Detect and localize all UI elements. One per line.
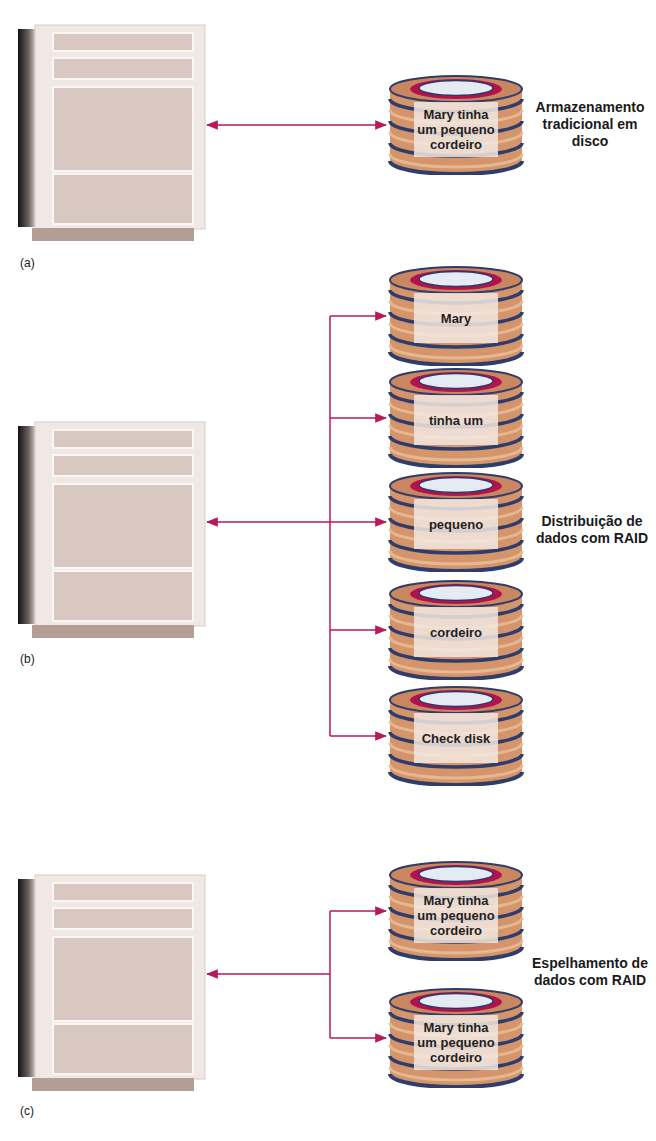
drawing-part <box>414 102 498 157</box>
drawing-part <box>414 713 498 763</box>
disk-stack: Mary tinha um pequeno cordeiro <box>388 861 524 961</box>
connection-wires <box>207 125 386 1038</box>
drawing-part <box>410 584 502 604</box>
drawing-part <box>390 1074 522 1087</box>
drawing-part <box>390 161 522 174</box>
drawing-part <box>390 659 522 672</box>
drawing-part <box>419 994 493 1009</box>
disk-text: pequeno <box>429 517 483 532</box>
drawing-part <box>419 374 493 389</box>
drawing-part <box>390 687 522 713</box>
drawing-part <box>207 521 330 523</box>
panel-tag: (a) <box>20 256 35 270</box>
disk-label: tinha um <box>414 395 498 445</box>
drawing-part <box>410 79 502 99</box>
drawing-part <box>414 499 498 549</box>
drawing-part <box>390 581 522 607</box>
drawing-part <box>390 267 522 293</box>
drawing-part <box>329 316 331 736</box>
drawing-part <box>410 992 502 1012</box>
drawing-part <box>410 476 502 496</box>
drawing-part <box>329 911 331 1038</box>
drawing-part <box>414 395 498 445</box>
disk-stack: tinha um <box>388 368 524 468</box>
drawing-part <box>414 888 498 943</box>
drawing-part <box>419 867 493 882</box>
disk-text: Mary <box>441 311 471 326</box>
side-caption: Espelhamento de dados com RAID <box>528 955 652 989</box>
drawing-part <box>414 1015 498 1070</box>
drawing-part <box>330 417 386 419</box>
drawing-part <box>410 690 502 710</box>
disk-label: Mary tinha um pequeno cordeiro <box>414 888 498 943</box>
drawing-part <box>410 372 502 392</box>
drawing-part <box>390 473 522 499</box>
disk-text: Mary tinha um pequeno cordeiro <box>414 1020 498 1065</box>
drawing-part <box>390 558 522 571</box>
drawing-part <box>390 947 522 960</box>
drawing-part <box>330 629 386 631</box>
disk-text: Mary tinha um pequeno cordeiro <box>414 107 498 152</box>
drawing-part <box>390 666 522 679</box>
drawing-part <box>414 293 498 343</box>
disk-text: tinha um <box>429 413 483 428</box>
drawing-part <box>390 447 522 460</box>
drawing-part <box>330 315 386 317</box>
drawing-part <box>207 124 386 126</box>
disk-stack: Mary <box>388 266 524 366</box>
drawing-part <box>410 865 502 885</box>
disk-stack: Check disk <box>388 686 524 786</box>
server-cabinet <box>18 422 205 638</box>
disk-label: cordeiro <box>414 607 498 657</box>
disk-label: Check disk <box>414 713 498 763</box>
disk-stack: cordeiro <box>388 580 524 680</box>
disk-stack: pequeno <box>388 472 524 572</box>
disk-label: Mary <box>414 293 498 343</box>
drawing-part <box>390 765 522 778</box>
disk-label: Mary tinha um pequeno cordeiro <box>414 102 498 157</box>
drawing-part <box>390 454 522 467</box>
server-cabinet <box>18 25 205 241</box>
drawing-part <box>390 551 522 564</box>
drawing-part <box>419 81 493 96</box>
drawing-part <box>390 345 522 358</box>
drawing-part <box>414 607 498 657</box>
drawing-part <box>390 369 522 395</box>
drawing-part <box>390 862 522 888</box>
drawing-part <box>419 272 493 287</box>
side-caption: Distribuição de dados com RAID <box>530 513 654 547</box>
disk-label: Mary tinha um pequeno cordeiro <box>414 1015 498 1070</box>
drawing-part <box>410 270 502 290</box>
disk-text: Mary tinha um pequeno cordeiro <box>414 893 498 938</box>
drawing-part <box>330 1037 386 1039</box>
drawing-part <box>390 989 522 1015</box>
drawing-part <box>390 772 522 785</box>
drawing-part <box>419 692 493 707</box>
disk-stack: Mary tinha um pequeno cordeiro <box>388 75 524 175</box>
disk-text: Check disk <box>422 731 491 746</box>
panel-tag: (b) <box>20 652 35 666</box>
disk-stack: Mary tinha um pequeno cordeiro <box>388 988 524 1088</box>
drawing-part <box>330 521 386 523</box>
panel-tag: (c) <box>20 1104 34 1118</box>
disk-text: cordeiro <box>430 625 482 640</box>
drawing-part <box>330 735 386 737</box>
server-cabinet <box>18 875 205 1091</box>
side-caption: Armazenamento tradicional em disco <box>528 99 652 150</box>
drawing-part <box>330 910 386 912</box>
drawing-part <box>390 352 522 365</box>
drawing-part <box>207 973 330 975</box>
drawing-part <box>419 478 493 493</box>
disk-label: pequeno <box>414 499 498 549</box>
drawing-part <box>390 76 522 102</box>
drawing-part <box>419 586 493 601</box>
